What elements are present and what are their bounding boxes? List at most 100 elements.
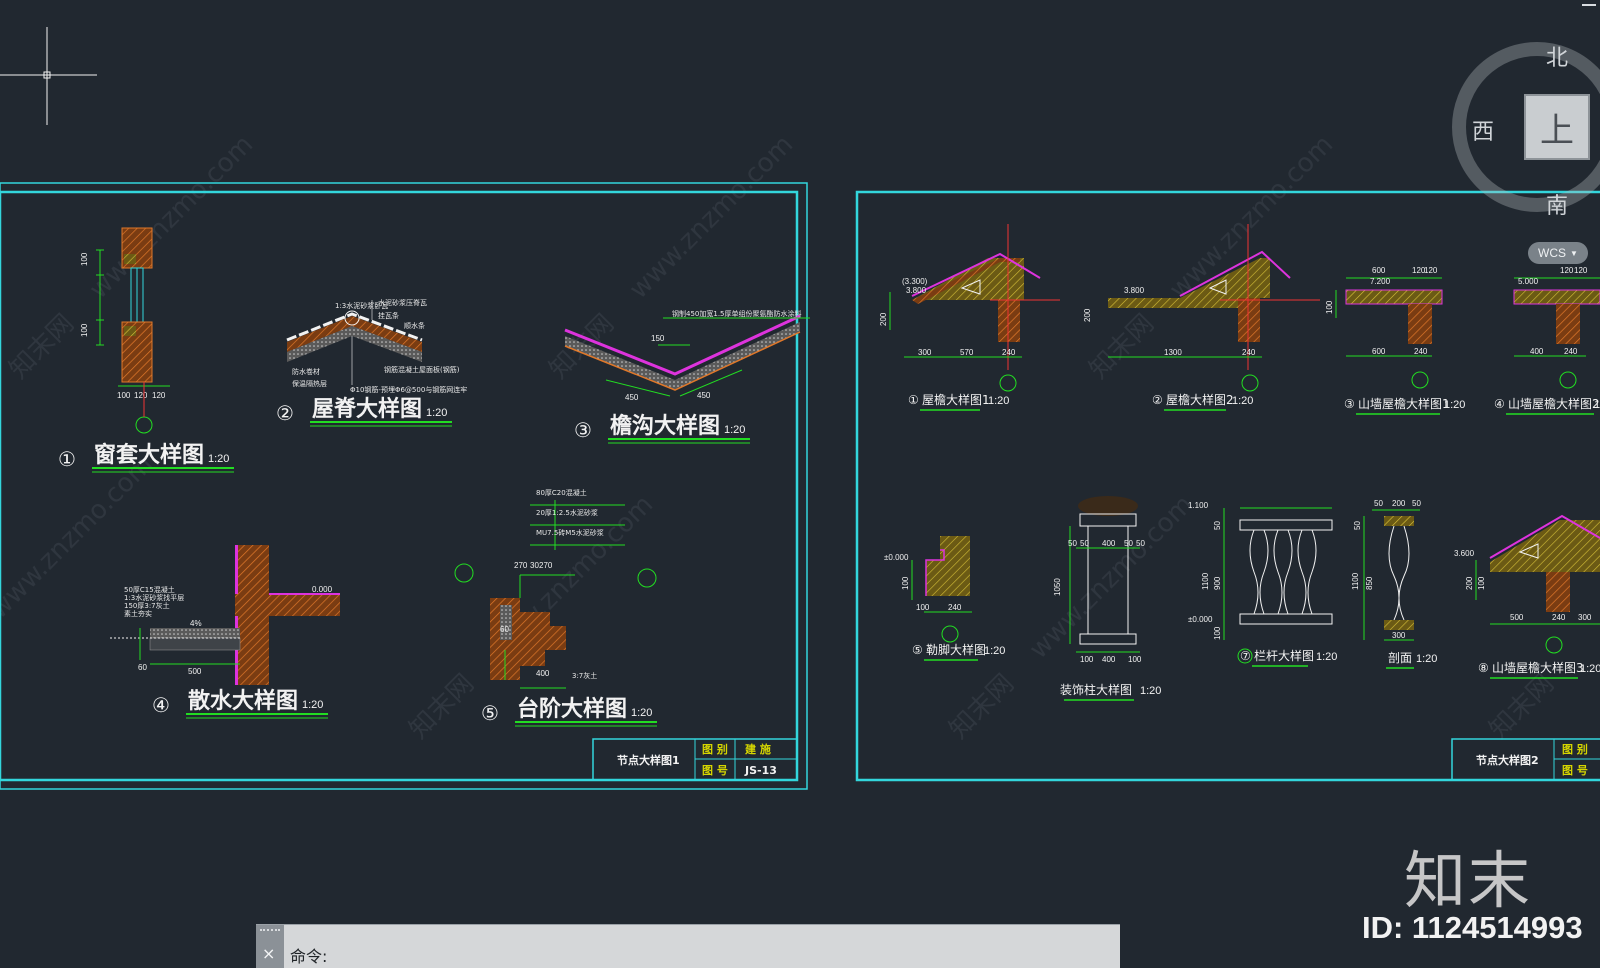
- detail-section[interactable]: 50 200 50 50 850 1100 300 剖面 1:20: [1351, 499, 1437, 669]
- svg-text:400: 400: [536, 669, 550, 678]
- svg-text:建 施: 建 施: [745, 742, 771, 756]
- viewcube-west-label[interactable]: 西: [1472, 120, 1495, 145]
- svg-text:150: 150: [651, 334, 665, 343]
- svg-text:1:3水泥砂浆卧瓦: 1:3水泥砂浆卧瓦: [335, 301, 388, 310]
- detail-eave-2[interactable]: 3.800 200 1300 240 ② 屋檐大样图2 1:20: [1083, 224, 1320, 411]
- svg-text:300: 300: [1392, 631, 1406, 640]
- detail-window-casing[interactable]: 100 100 100 120 120 ① 窗套大样图 1:20: [58, 227, 234, 473]
- svg-text:节点大样图1: 节点大样图1: [617, 753, 680, 767]
- command-line-bar[interactable]: × 命令:: [256, 924, 1120, 968]
- svg-text:1:20: 1:20: [1444, 399, 1465, 411]
- svg-text:钢制450加宽1.5厚单组份聚氨酯防水涂料: 钢制450加宽1.5厚单组份聚氨酯防水涂料: [672, 309, 802, 318]
- sheet-2-inner-frame: [855, 190, 1600, 782]
- svg-text:400: 400: [1102, 655, 1116, 664]
- sheet-1[interactable]: 100 100 100 120 120 ① 窗套大样图 1:20 1:3水泥砂浆…: [0, 182, 810, 790]
- svg-text:JS-13: JS-13: [744, 764, 777, 777]
- viewcube-south-label[interactable]: 南: [1546, 194, 1569, 219]
- brand-logo: 知末: [1404, 844, 1533, 917]
- svg-text:山墙屋檐大样图3: 山墙屋檐大样图3: [1492, 660, 1584, 675]
- svg-text:400: 400: [1530, 347, 1544, 356]
- sheet-2[interactable]: (3.300) 3.800 200 300 570 240 ① 屋檐大样图1 1…: [855, 190, 1600, 782]
- sheet2-detail-1-title: ①: [908, 393, 919, 407]
- svg-text:3:7灰土: 3:7灰土: [572, 671, 597, 680]
- svg-text:山墙屋檐大样图1: 山墙屋檐大样图1: [1358, 396, 1450, 411]
- svg-text:1:20: 1:20: [1316, 651, 1337, 663]
- svg-text:www.znzmo.com: www.znzmo.com: [84, 130, 259, 305]
- detail-step[interactable]: 80厚C20混凝土 20厚1:2.5水泥砂浆 MU7.5砖M5水泥砂浆 270 …: [454, 488, 657, 727]
- chevron-down-icon: ▼: [1570, 248, 1578, 258]
- detail-gable-eave-1[interactable]: 600 7.200 120 120 100 600 240 ③ 山墙屋檐大样图1…: [1325, 266, 1465, 415]
- detail-apron[interactable]: 50厚C15混凝土 1:3水泥砂浆找平层 150厚3:7灰土 素土夯实 500 …: [110, 545, 340, 719]
- svg-text:3.800: 3.800: [906, 286, 927, 295]
- svg-text:270: 270: [539, 561, 553, 570]
- command-prompt-label[interactable]: 命令:: [290, 947, 328, 966]
- svg-text:50: 50: [1136, 539, 1145, 548]
- detail-gable-eave-3[interactable]: 3.600 200 100 500 240 300 ⑧ 山墙屋檐大样图3 1:2…: [1454, 514, 1600, 679]
- svg-text:600: 600: [1372, 347, 1386, 356]
- minimize-icon[interactable]: [1582, 4, 1596, 6]
- svg-text:水泥砂浆压脊瓦: 水泥砂浆压脊瓦: [378, 298, 427, 307]
- svg-text:600: 600: [1372, 266, 1386, 275]
- svg-text:屋檐大样图1: 屋檐大样图1: [922, 392, 990, 407]
- svg-text:②: ②: [1152, 393, 1163, 407]
- svg-text:⑧: ⑧: [1478, 661, 1489, 675]
- svg-text:200: 200: [1465, 576, 1474, 590]
- svg-text:④: ④: [1494, 397, 1505, 411]
- svg-text:50厚C15混凝土: 50厚C15混凝土: [124, 585, 175, 594]
- svg-text:450: 450: [697, 391, 711, 400]
- detail-3-number: ③: [574, 418, 592, 442]
- svg-text:剖面: 剖面: [1388, 651, 1412, 665]
- svg-text:装饰柱大样图: 装饰柱大样图: [1060, 682, 1132, 697]
- svg-text:1:20: 1:20: [1140, 685, 1161, 697]
- svg-text:200: 200: [1083, 308, 1092, 322]
- detail-eave-1[interactable]: (3.300) 3.800 200 300 570 240 ① 屋檐大样图1 1…: [879, 224, 1060, 411]
- svg-text:挂瓦条: 挂瓦条: [378, 311, 399, 320]
- command-line-grip[interactable]: ×: [256, 925, 284, 968]
- svg-text:屋檐大样图2: 屋檐大样图2: [1166, 392, 1234, 407]
- detail-decorative-column[interactable]: 50 50 400 50 50 1050 100 400 100 装饰柱大样图 …: [1053, 496, 1161, 701]
- sheet-1-inner-frame: [0, 190, 799, 782]
- detail-railing[interactable]: 1.100 50 900 1100 ±0.000 100 ⑦ 栏杆大样图 1:2…: [1188, 501, 1337, 667]
- crosshair-cursor: [0, 27, 97, 125]
- svg-text:500: 500: [188, 667, 202, 676]
- svg-text:0.000: 0.000: [312, 585, 333, 594]
- svg-text:图 别: 图 别: [1562, 742, 1588, 756]
- svg-text:60: 60: [500, 625, 509, 634]
- svg-text:山墙屋檐大样图2: 山墙屋檐大样图2: [1508, 396, 1600, 411]
- svg-text:850: 850: [1365, 576, 1374, 590]
- detail-plinth[interactable]: ±0.000 100 100 240 ⑤ 勒脚大样图 1:20: [884, 536, 1005, 661]
- viewcube-top-face[interactable]: 上: [1524, 94, 1590, 160]
- detail-gutter[interactable]: 150 450 450 钢制450加宽1.5厚单组份聚氨酯防水涂料 ③ 檐沟大样…: [564, 309, 810, 444]
- detail-1-number: ①: [58, 447, 76, 471]
- svg-text:5.000: 5.000: [1518, 277, 1539, 286]
- svg-text:200: 200: [879, 312, 888, 326]
- svg-text:240: 240: [1002, 348, 1016, 357]
- svg-text:100: 100: [117, 391, 131, 400]
- detail-4-title: 散水大样图: [188, 688, 298, 714]
- sheet-2-title-block: 节点大样图2 图 别 图 号: [1451, 738, 1600, 781]
- svg-text:图 别: 图 别: [702, 742, 728, 756]
- svg-text:400: 400: [1102, 539, 1116, 548]
- svg-text:100: 100: [1213, 626, 1222, 640]
- svg-text:100: 100: [1128, 655, 1142, 664]
- svg-text:50: 50: [1080, 539, 1089, 548]
- svg-text:7.200: 7.200: [1370, 277, 1391, 286]
- detail-3-scale: 1:20: [724, 424, 745, 436]
- svg-text:50: 50: [1374, 499, 1383, 508]
- svg-text:240: 240: [1242, 348, 1256, 357]
- svg-text:知末网: 知末网: [944, 669, 1020, 745]
- close-icon[interactable]: ×: [262, 944, 276, 963]
- viewcube-north-label[interactable]: 北: [1546, 46, 1569, 71]
- svg-text:知末网: 知末网: [4, 309, 80, 385]
- detail-ridge[interactable]: 1:3水泥砂浆卧瓦 水泥砂浆压脊瓦 挂瓦条 顺水条 钢筋混凝土屋面板(钢筋) 防…: [276, 298, 467, 427]
- svg-text:900: 900: [1213, 576, 1222, 590]
- svg-text:120: 120: [1560, 266, 1574, 275]
- svg-text:500: 500: [1510, 613, 1524, 622]
- wcs-menu-button[interactable]: WCS ▼: [1528, 242, 1588, 264]
- svg-text:1:20: 1:20: [1416, 653, 1437, 665]
- detail-gable-eave-2[interactable]: 5.000 120 120 400 240 ④ 山墙屋檐大样图2 1:: [1494, 266, 1600, 415]
- detail-3-title: 檐沟大样图: [610, 413, 720, 439]
- svg-text:保温隔热层: 保温隔热层: [292, 379, 327, 388]
- svg-text:1:3水泥砂浆找平层: 1:3水泥砂浆找平层: [124, 593, 184, 602]
